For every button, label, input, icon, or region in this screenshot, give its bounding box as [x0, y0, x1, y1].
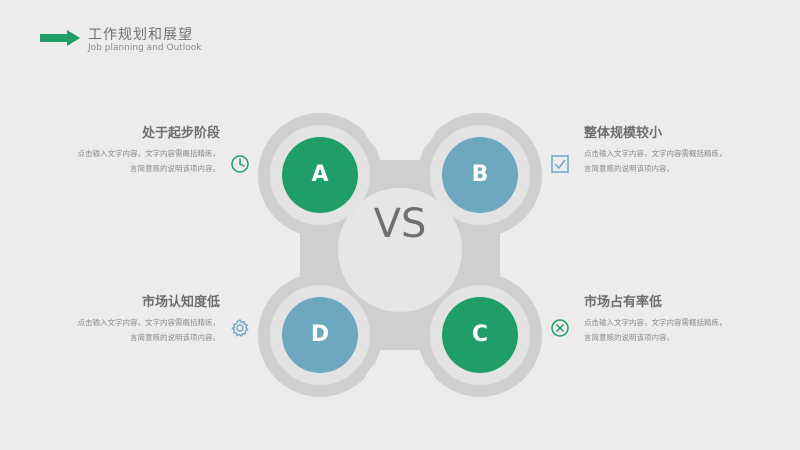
item-desc-line: 点击输入文字内容，文字内容需概括精练，: [584, 318, 727, 327]
page-subtitle: Job planning and Outlook: [88, 43, 202, 53]
diagram-scallops: [205, 80, 595, 430]
circle-d: [282, 297, 358, 373]
item-bottom-left: 市场认知度低 点击输入文字内容，文字内容需概括精练， 言简意赅的说明该项内容。: [40, 291, 221, 345]
item-desc-line: 言简意赅的说明该项内容。: [584, 333, 674, 342]
item-desc-line: 言简意赅的说明该项内容。: [584, 164, 674, 173]
item-title: 处于起步阶段: [141, 126, 220, 141]
item-desc-line: 点击输入文字内容，文字内容需概括精练，: [77, 149, 221, 158]
circle-label-a: A: [311, 162, 329, 187]
clock-icon: [231, 155, 249, 173]
item-desc-line: 言简意赅的说明该项内容。: [130, 333, 220, 342]
circle-label-d: D: [310, 322, 330, 347]
item-title: 市场认知度低: [141, 295, 220, 310]
item-title: 市场占有率低: [584, 295, 663, 310]
arrow-right-icon: [40, 30, 80, 46]
circle-label-b: B: [471, 162, 489, 187]
gear-icon: [231, 319, 249, 338]
circle-b: [442, 137, 518, 213]
item-top-left: 处于起步阶段 点击输入文字内容，文字内容需概括精练， 言简意赅的说明该项内容。: [40, 122, 221, 176]
item-title: 整体规模较小: [584, 126, 663, 141]
page-title: 工作规划和展望: [88, 27, 193, 43]
circle-a: [282, 137, 358, 213]
circle-c: [442, 297, 518, 373]
item-desc-line: 点击输入文字内容，文字内容需概括精练，: [584, 149, 727, 158]
item-bottom-right: 市场占有率低 点击输入文字内容，文字内容需概括精练， 言简意赅的说明该项内容。: [584, 291, 774, 345]
item-desc-line: 言简意赅的说明该项内容。: [130, 164, 220, 173]
checkbox-icon: [551, 155, 569, 173]
vs-label: VS: [373, 201, 427, 247]
close-circle-icon: [551, 319, 569, 337]
circle-label-c: C: [471, 322, 489, 347]
item-desc-line: 点击输入文字内容，文字内容需概括精练，: [77, 318, 221, 327]
vs-center-disc: [338, 188, 462, 312]
item-top-right: 整体规模较小 点击输入文字内容，文字内容需概括精练， 言简意赅的说明该项内容。: [584, 122, 774, 176]
